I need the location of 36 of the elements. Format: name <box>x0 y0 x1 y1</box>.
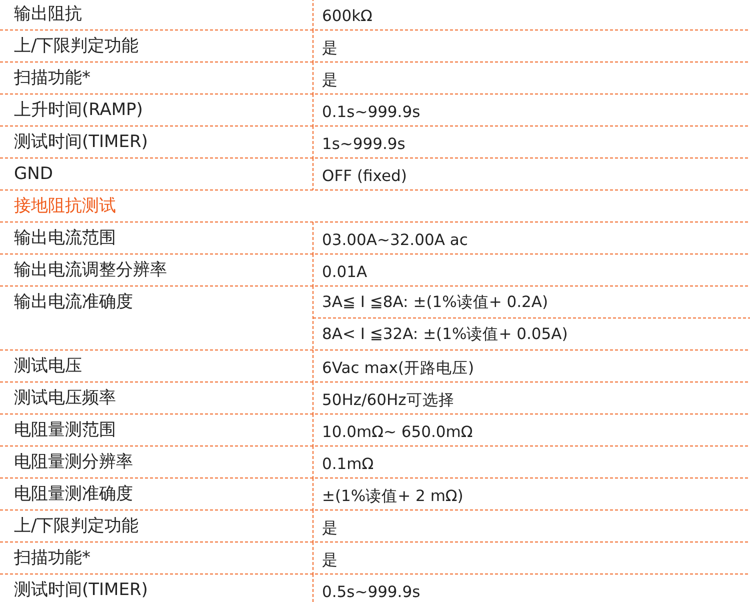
spec-value: 10.0mΩ~ 650.0mΩ <box>322 422 473 443</box>
spec-value: 6Vac max(开路电压) <box>322 358 474 379</box>
spec-name: 扫描功能* <box>14 547 90 569</box>
spec-name: 电阻量测准确度 <box>14 483 133 505</box>
spec-name: 测试时间(TIMER) <box>14 131 148 153</box>
spec-name: 输出电流范围 <box>14 227 116 249</box>
spec-name: 上/下限判定功能 <box>14 515 139 537</box>
spec-value: 03.00A~32.00A ac <box>322 230 468 251</box>
spec-value: 600kΩ <box>322 6 372 27</box>
spec-value: 0.01A <box>322 262 368 283</box>
spec-value: OFF (fixed) <box>322 166 407 187</box>
spec-name: 测试电压 <box>14 355 82 377</box>
spec-value: 3A≦ I ≦8A: ±(1%读值+ 0.2A) <box>322 292 548 313</box>
spec-name: 输出阻抗 <box>14 3 82 25</box>
spec-name: 输出电流调整分辨率 <box>14 259 167 281</box>
spec-value: 50Hz/60Hz可选择 <box>322 390 454 411</box>
spec-value: 是 <box>322 550 338 571</box>
spec-name: 测试时间(TIMER) <box>14 579 148 601</box>
spec-name: 上/下限判定功能 <box>14 35 139 57</box>
spec-value: 是 <box>322 38 338 59</box>
spec-name: 电阻量测范围 <box>14 419 116 441</box>
section-heading: 接地阻抗测试 <box>14 195 116 217</box>
spec-value: 0.1s~999.9s <box>322 102 420 123</box>
spec-value: ±(1%读值+ 2 mΩ) <box>322 486 464 507</box>
spec-value: 8A< I ≦32A: ±(1%读值+ 0.05A) <box>322 324 568 345</box>
spec-name: GND <box>14 163 53 185</box>
spec-value: 0.5s~999.9s <box>322 582 420 602</box>
spec-value: 0.1mΩ <box>322 454 374 475</box>
spec-value: 是 <box>322 518 338 539</box>
spec-name: 测试电压频率 <box>14 387 116 409</box>
spec-name: 扫描功能* <box>14 67 90 89</box>
spec-name: 输出电流准确度 <box>14 291 133 313</box>
spec-name: 上升时间(RAMP) <box>14 99 143 121</box>
spec-value: 是 <box>322 70 338 91</box>
spec-value: 1s~999.9s <box>322 134 406 155</box>
spec-name: 电阻量测分辨率 <box>14 451 133 473</box>
